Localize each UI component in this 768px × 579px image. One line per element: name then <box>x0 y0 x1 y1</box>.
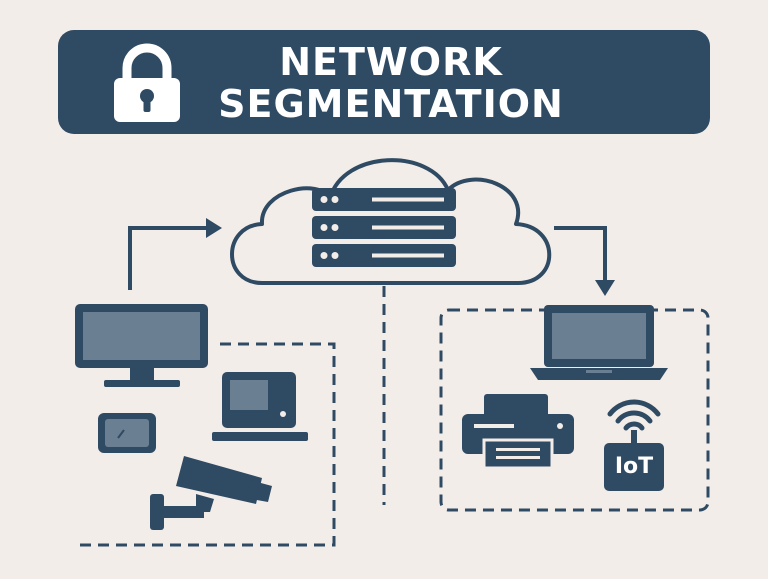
laptop-icon <box>530 305 668 380</box>
server-rack-icon <box>312 188 456 267</box>
title-line-1: NETWORK <box>279 40 503 84</box>
left-segment-boundary <box>80 342 336 547</box>
security-camera-icon <box>150 456 272 530</box>
title-line-2: SEGMENTATION <box>218 82 564 126</box>
wifi-icon <box>607 399 661 444</box>
tablet-icon <box>98 413 156 453</box>
arrow-icon <box>128 218 222 290</box>
monitor-icon <box>75 304 208 387</box>
printer-icon <box>462 394 574 470</box>
arrow-icon <box>554 226 615 296</box>
iot-device-icon <box>604 443 664 491</box>
iot-label: IoT <box>614 454 654 479</box>
title-banner: NETWORK SEGMENTATION <box>58 30 710 134</box>
right-segment-boundary <box>439 308 710 512</box>
padlock-icon <box>114 43 180 122</box>
cloud-icon <box>230 158 552 285</box>
desktop-computer-icon <box>212 372 308 441</box>
